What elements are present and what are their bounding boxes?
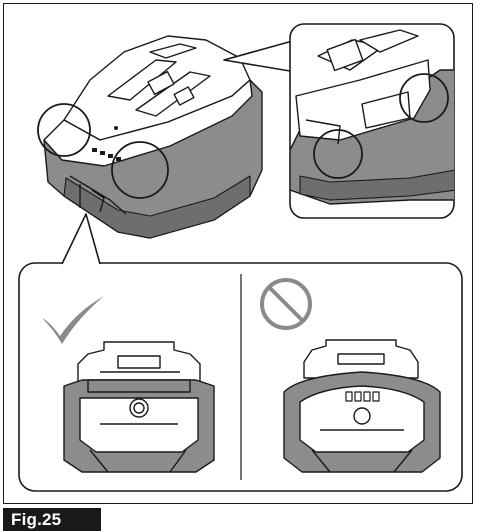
battery-correct-fit xyxy=(64,342,214,472)
battery-overview xyxy=(38,36,262,238)
figure-label: Fig.25 xyxy=(3,508,101,531)
comparison-pointer xyxy=(62,214,100,264)
battery-incorrect-fit xyxy=(284,340,440,472)
